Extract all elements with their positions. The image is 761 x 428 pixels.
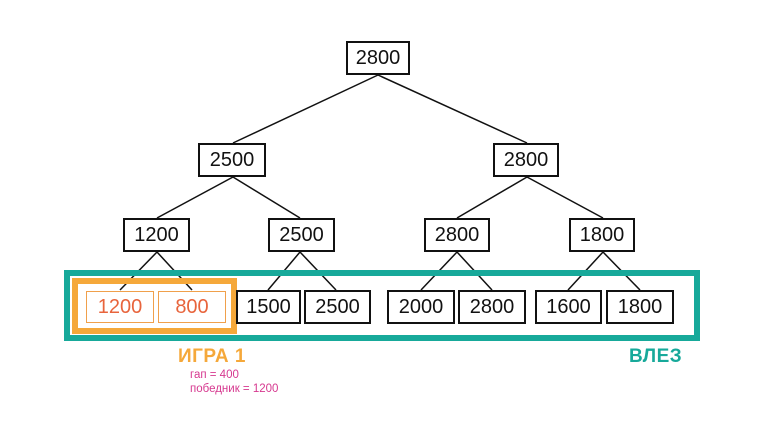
- game-region-frame: [72, 278, 237, 334]
- tree-node-root: 2800: [346, 41, 410, 75]
- tree-node-l2-4: 1800: [569, 218, 635, 252]
- input-label: ВЛЕЗ: [629, 346, 683, 367]
- game-label: ИГРА 1: [178, 346, 246, 367]
- tree-leaf-5: 2000: [387, 290, 455, 324]
- tree-leaf-1: 1200: [86, 291, 154, 323]
- edge-l1a-l2b: [232, 176, 301, 219]
- tree-leaf-4: 2500: [304, 290, 371, 324]
- gap-note: гап = 400: [190, 369, 239, 381]
- tree-node-l2-1: 1200: [123, 218, 190, 252]
- tree-leaf-3: 1500: [236, 290, 301, 324]
- edge-root-left: [232, 74, 379, 144]
- tree-node-l2-2: 2500: [268, 218, 335, 252]
- edge-root-right: [377, 74, 528, 144]
- tree-leaf-2: 800: [158, 291, 226, 323]
- tree-node-l2-3: 2800: [424, 218, 490, 252]
- edge-l1b-l2d: [526, 176, 604, 219]
- tree-node-l1-right: 2800: [493, 143, 559, 177]
- winner-note: победник = 1200: [190, 383, 279, 395]
- edge-l1a-l2a: [156, 176, 234, 219]
- tree-leaf-7: 1600: [535, 290, 602, 324]
- tree-leaf-6: 2800: [458, 290, 526, 324]
- tree-leaf-8: 1800: [606, 290, 674, 324]
- input-region-frame: [64, 270, 700, 341]
- tree-node-l1-left: 2500: [198, 143, 266, 177]
- edge-l1b-l2c: [456, 176, 528, 219]
